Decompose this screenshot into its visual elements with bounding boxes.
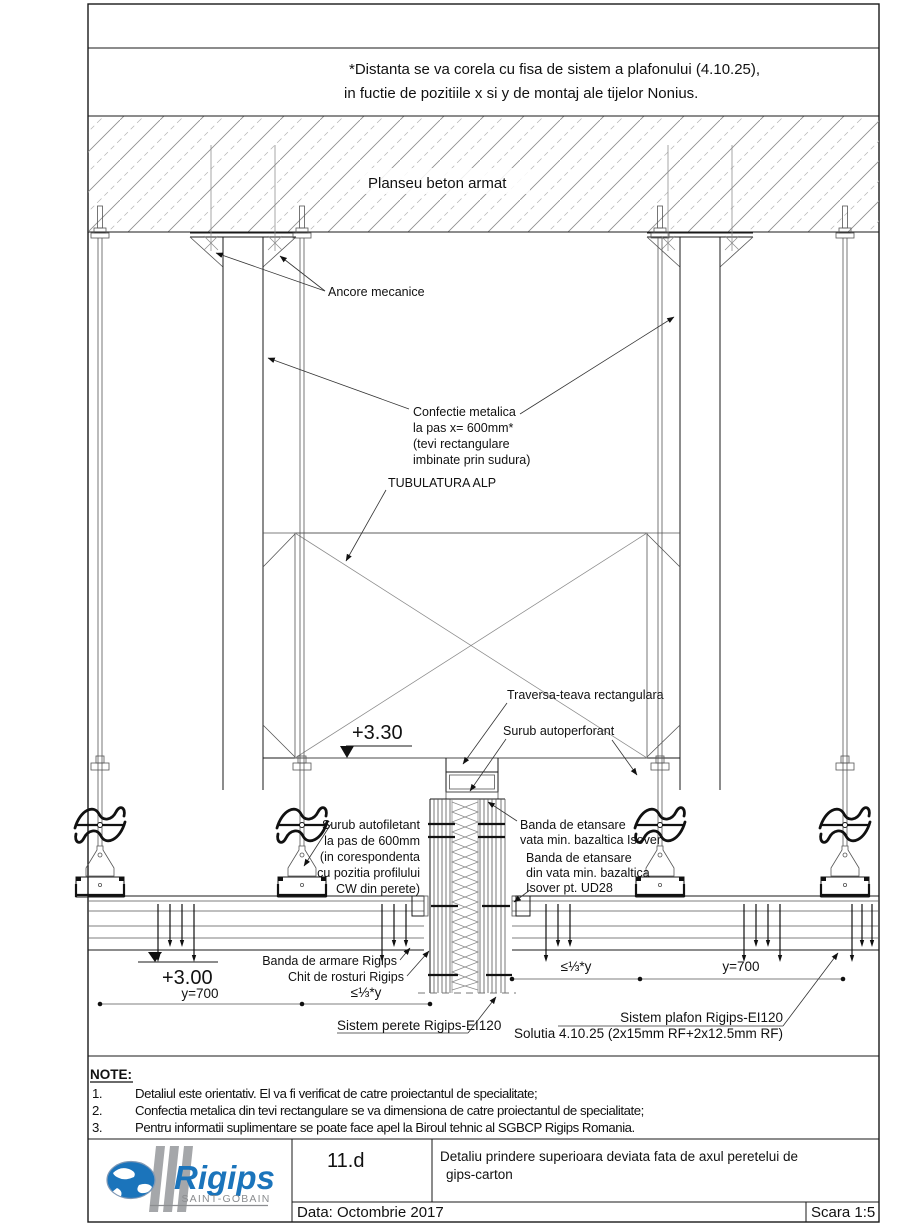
label-surub-autofiletant-1: Surub autofiletant — [322, 818, 421, 832]
ceiling-right — [511, 895, 879, 951]
drawing-description-2: gips-carton — [446, 1167, 513, 1182]
label-ancore: Ancore mecanice — [328, 285, 425, 299]
top-note: *Distanta se va corela cu fisa de sistem… — [344, 61, 760, 102]
ceiling-left — [88, 895, 429, 951]
nonius-hangers — [73, 204, 872, 899]
level-lower-value: +3.00 — [162, 967, 213, 989]
level-marker-lower: +3.00 — [138, 952, 218, 989]
label-surub-autoperforant: Surub autoperforant — [503, 724, 615, 738]
concrete-slab: Planseu beton armat — [88, 115, 879, 233]
note-3-num: 3. — [92, 1120, 102, 1135]
label-banda-etansare-ud28-1: Banda de etansare — [526, 851, 632, 865]
gypsum-wall — [418, 798, 516, 994]
label-traversa: Traversa-teava rectangulara — [507, 688, 664, 702]
drawing-date: Data: Octombrie 2017 — [297, 1204, 444, 1221]
level-marker-upper: +3.30 — [340, 722, 412, 758]
notes-block: NOTE: 1. Detaliul este orientativ. El va… — [90, 1067, 644, 1135]
label-sistem-plafon-1: Sistem plafon Rigips-EI120 — [620, 1010, 783, 1025]
note-3-text: Pentru informatii suplimentare se poate … — [135, 1120, 635, 1135]
stripes-icon — [149, 1146, 193, 1212]
top-note-line2: in fuctie de pozitiile x si y de montaj … — [344, 85, 698, 102]
rigips-logo: Rigips SAINT-GOBAIN — [106, 1146, 275, 1212]
steel-frame — [189, 144, 754, 790]
dim-left-offset: ≤⅓*y — [351, 985, 382, 1000]
label-surub-autofiletant-2: la pas de 600mm — [324, 834, 420, 848]
note-1-num: 1. — [92, 1086, 102, 1101]
brand-subtitle: SAINT-GOBAIN — [181, 1193, 270, 1205]
label-confectie-4: imbinate prin sudura) — [413, 453, 530, 467]
sheet-frame — [87, 3, 880, 1223]
label-confectie-1: Confectie metalica — [413, 405, 516, 419]
note-2-text: Confectia metalica din tevi rectangulare… — [135, 1103, 644, 1118]
label-surub-autofiletant-3: (in corespondenta — [320, 850, 420, 864]
label-banda-etansare-sus-1: Banda de etansare — [520, 818, 626, 832]
top-note-line1: *Distanta se va corela cu fisa de sistem… — [349, 61, 760, 78]
annotations: Ancore mecanice Confectie metalica la pa… — [262, 285, 783, 1041]
label-chit-rosturi: Chit de rosturi Rigips — [288, 970, 404, 984]
label-banda-etansare-sus-2: vata min. bazaltica Isover — [520, 833, 661, 847]
note-2-num: 2. — [92, 1103, 102, 1118]
label-confectie-3: (tevi rectangulare — [413, 437, 510, 451]
label-banda-armare: Banda de armare Rigips — [262, 954, 397, 968]
drawing-scale: Scara 1:5 — [811, 1204, 875, 1221]
note-1-text: Detaliul este orientativ. El va fi verif… — [135, 1086, 537, 1101]
label-surub-autofiletant-5: CW din perete) — [336, 882, 420, 896]
label-sistem-plafon-2: Solutia 4.10.25 (2x15mm RF+2x12.5mm RF) — [514, 1026, 783, 1041]
dim-left-span: y=700 — [181, 986, 218, 1001]
title-block: Rigips SAINT-GOBAIN 11.d Detaliu prinder… — [106, 1139, 879, 1222]
drawing-description-1: Detaliu prindere superioara deviata fata… — [440, 1149, 798, 1164]
dimension-right: ≤⅓*y y=700 — [509, 959, 846, 982]
label-tubulatura: TUBULATURA ALP — [388, 476, 496, 490]
level-upper-value: +3.30 — [352, 722, 403, 744]
drawing-code: 11.d — [327, 1150, 364, 1172]
alp-duct — [294, 532, 648, 759]
dim-right-span: y=700 — [722, 959, 759, 974]
slab-label: Planseu beton armat — [368, 175, 507, 192]
label-banda-etansare-ud28-2: din vata min. bazaltica — [526, 866, 650, 880]
dim-right-offset: ≤⅓*y — [561, 959, 592, 974]
notes-title: NOTE: — [90, 1067, 132, 1082]
label-banda-etansare-ud28-3: Isover pt. UD28 — [526, 881, 613, 895]
label-surub-autofiletant-4: cu pozitia profilului — [317, 866, 420, 880]
label-confectie-2: la pas x= 600mm* — [413, 421, 514, 435]
globe-icon — [106, 1160, 156, 1200]
traversa-tube — [445, 758, 499, 800]
brand-name: Rigips — [174, 1159, 275, 1196]
dimension-left: y=700 ≤⅓*y — [97, 985, 433, 1007]
label-sistem-perete: Sistem perete Rigips-EI120 — [337, 1018, 501, 1033]
leader-lines — [215, 252, 839, 1034]
